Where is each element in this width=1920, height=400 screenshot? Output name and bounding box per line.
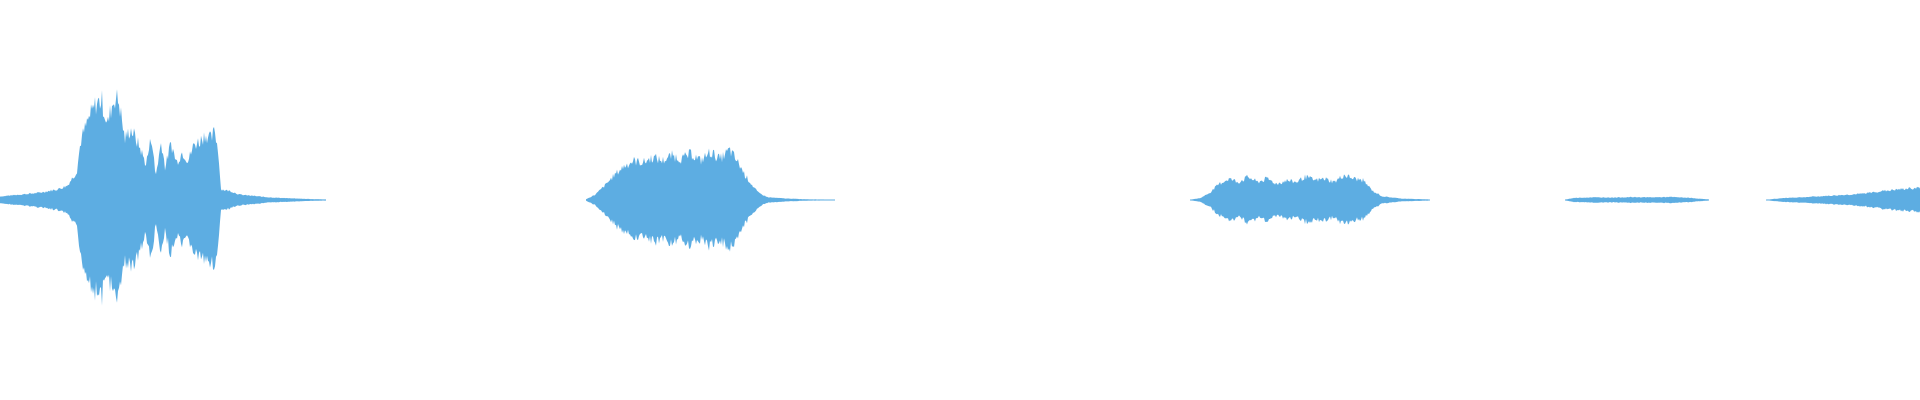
waveform-group: [0, 89, 1920, 306]
waveform-segment-1: [0, 89, 326, 306]
